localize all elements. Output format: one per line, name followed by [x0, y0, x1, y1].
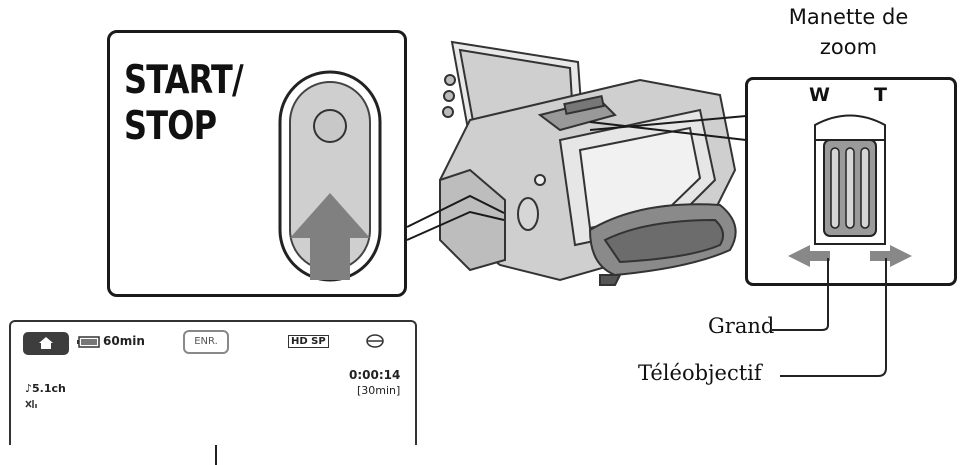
wind-filter-icon	[25, 400, 37, 408]
tele-label: Téléobjectif	[638, 361, 762, 385]
audio-mode: ♪5.1ch	[25, 382, 66, 395]
camcorder-body	[438, 78, 737, 286]
elapsed-time: 0:00:14	[349, 368, 401, 382]
zoom-lever-graphic	[788, 114, 912, 267]
lcd-screen: 60min ENR. HD SP ♪5.1ch 0:00:14 [30min]	[9, 320, 417, 445]
arrow-left-icon	[788, 245, 830, 267]
startstop-button-graphic	[278, 70, 382, 282]
quality-indicator: HD SP	[288, 335, 329, 348]
tele-letter: T	[874, 84, 887, 106]
arrow-up-icon	[290, 193, 370, 280]
startstop-label: START/ STOP	[124, 58, 244, 149]
rec-status-badge: ENR.	[183, 330, 229, 354]
startstop-leader	[406, 194, 505, 228]
wide-label: Grand	[708, 314, 775, 338]
zoom-lever-title: Manette de zoom	[788, 5, 909, 59]
battery-icon	[77, 336, 100, 348]
arrow-right-icon	[870, 245, 912, 267]
home-button[interactable]	[23, 332, 69, 355]
battery-time: 60min	[103, 334, 145, 348]
wide-letter: W	[809, 84, 830, 106]
home-icon	[39, 337, 53, 349]
remaining-time: [30min]	[357, 384, 401, 397]
hdd-icon	[366, 334, 384, 348]
